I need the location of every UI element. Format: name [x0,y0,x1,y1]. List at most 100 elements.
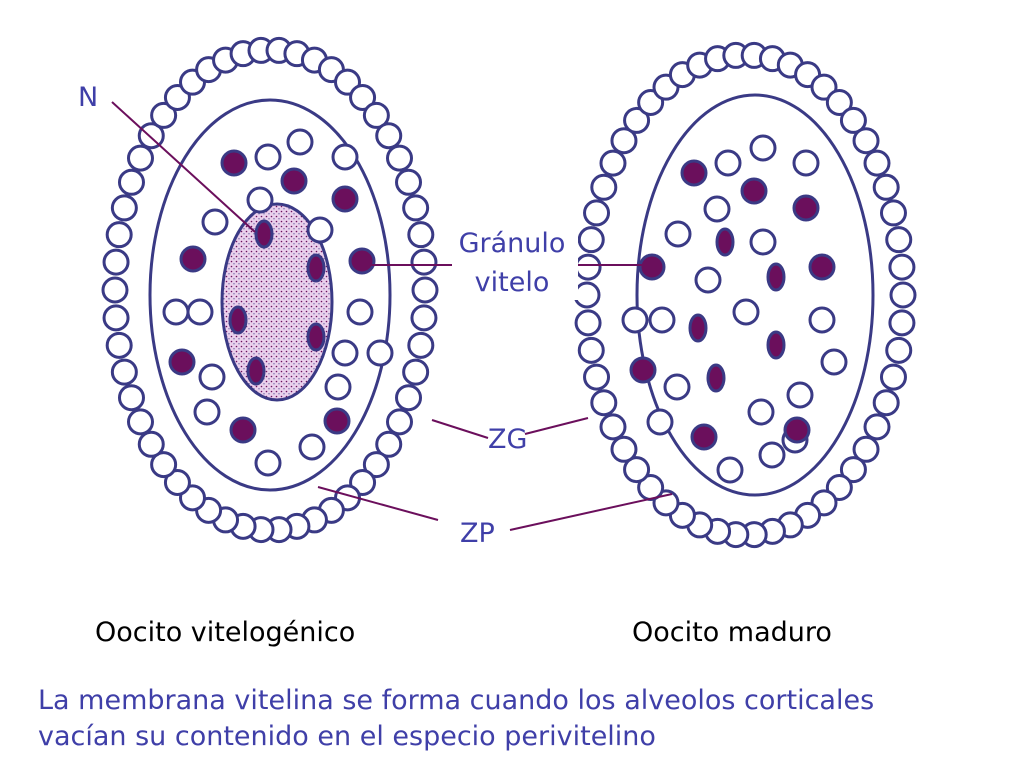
yolk-granule [680,159,708,187]
label-zp: ZP [460,518,495,549]
follicle-cell [852,435,880,463]
follicle-cell [599,413,627,441]
follicle-cell [888,253,916,281]
follicle-cell [577,336,605,364]
follicle-cell [888,309,916,337]
yolk-granule [229,416,257,444]
cortical-alveolus [792,149,820,177]
yolk-granule [306,253,326,283]
follicle-cell [395,168,423,196]
yolk-granule [740,177,768,205]
cortical-alveolus [186,298,214,326]
yolk-granule [348,247,376,275]
follicle-cell [885,226,913,254]
follicle-cell [137,122,165,150]
caption-vitellogenic-oocyte: Oocito vitelogénico [95,617,356,648]
yolk-granule [179,245,207,273]
follicle-cell [126,408,154,436]
follicle-cell [126,144,154,172]
follicle-cell [879,363,907,391]
cortical-alveolus [749,228,777,256]
follicle-cell [583,363,611,391]
cortical-alveolus [786,381,814,409]
yolk-granule [306,322,326,352]
cortical-alveolus [254,143,282,171]
follicle-cell [610,435,638,463]
follicle-cell [407,331,435,359]
follicle-cell [150,101,178,129]
yolk-granule [706,363,726,393]
yolk-granule [254,219,274,249]
follicle-cell [163,469,191,497]
follicle-cell [574,309,602,337]
follicle-cell [102,248,130,276]
label-zg: ZG [488,424,527,455]
yolk-granule [783,416,811,444]
cortical-alveolus [621,306,649,334]
cortical-alveolus [346,298,374,326]
label-vitelo: vitelo [475,267,550,298]
cortical-alveolus [331,143,359,171]
follicle-cell [349,83,377,111]
yolk-granule [220,149,248,177]
leader-line-zg-right [524,417,589,435]
yolk-granule [715,227,735,257]
follicle-cell [402,358,430,386]
label-n: N [78,82,98,113]
follicle-cell [105,221,133,249]
follicle-cell [386,144,414,172]
follicle-cell [102,304,130,332]
follicle-cell [117,168,145,196]
caption-mature-oocyte: Oocito maduro [632,617,832,648]
follicle-cell [386,408,414,436]
cortical-alveolus [198,363,226,391]
yolk-granule [690,423,718,451]
cortical-alveolus [246,186,274,214]
footer-line-1: La membrana vitelina se forma cuando los… [38,685,875,716]
follicle-cell [362,101,390,129]
follicle-cell [872,389,900,417]
follicle-cell [407,221,435,249]
cortical-alveolus [366,339,394,367]
follicle-cell [863,149,891,177]
follicle-cell [117,384,145,412]
follicle-cell [574,253,602,281]
cortical-alveolus [193,398,221,426]
follicle-cell [863,413,891,441]
follicle-cell [395,384,423,412]
yolk-granule [766,262,786,292]
cortical-alveolus [663,373,691,401]
leader-line-zp-left [317,486,439,521]
cortical-alveolus [716,456,744,484]
cytoplasm-inclusions-right [621,134,848,484]
yolk-granule [688,313,708,343]
follicle-cells-left [101,36,439,544]
follicle-cell [150,451,178,479]
yolk-granule [246,356,266,386]
follicle-cell [411,276,439,304]
follicle-cell [839,106,867,134]
cortical-alveolus [749,134,777,162]
yolk-granule [323,407,351,435]
yolk-granule [629,356,657,384]
follicle-cell [825,88,853,116]
cortical-alveolus [664,220,692,248]
follicle-cell [577,226,605,254]
cortical-alveolus [648,306,676,334]
follicle-cell [375,122,403,150]
cortical-alveolus [646,408,674,436]
follicle-cell [590,389,618,417]
yolk-granule [228,305,248,335]
follicle-cell [623,456,651,484]
cortical-alveolus [254,449,282,477]
follicle-cell [839,456,867,484]
cortical-alveolus [324,373,352,401]
follicle-cell [599,149,627,177]
cortical-alveolus [694,266,722,294]
cortical-alveolus [286,128,314,156]
cortical-alveolus [732,298,760,326]
follicle-cell [410,248,438,276]
leader-line-zg-left [431,419,489,439]
follicle-cell [872,173,900,201]
cortical-alveolus [703,195,731,223]
